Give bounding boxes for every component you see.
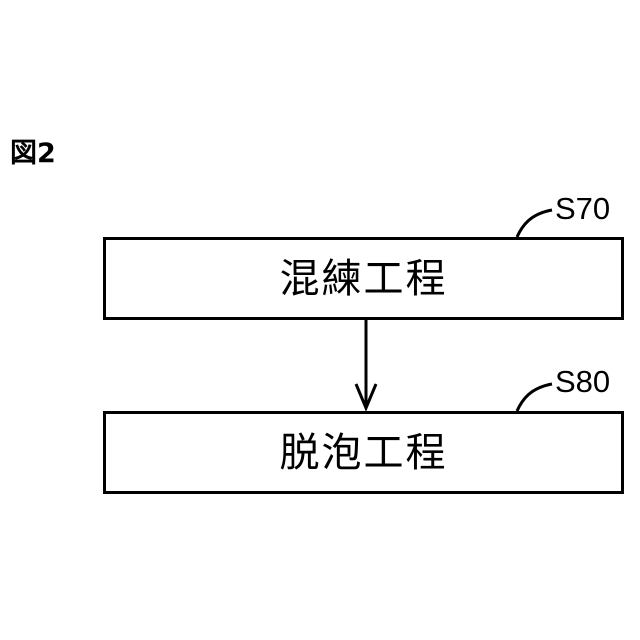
leader-line-s80 (517, 384, 552, 411)
step-ref-s70: S70 (555, 193, 610, 224)
step-box-defoaming: 脱泡工程 (103, 411, 624, 494)
leader-line-s70 (517, 210, 552, 237)
step-text-kneading: 混練工程 (280, 259, 448, 299)
step-ref-s80: S80 (555, 366, 610, 397)
step-text-defoaming: 脱泡工程 (280, 433, 448, 473)
step-box-kneading: 混練工程 (103, 237, 624, 320)
